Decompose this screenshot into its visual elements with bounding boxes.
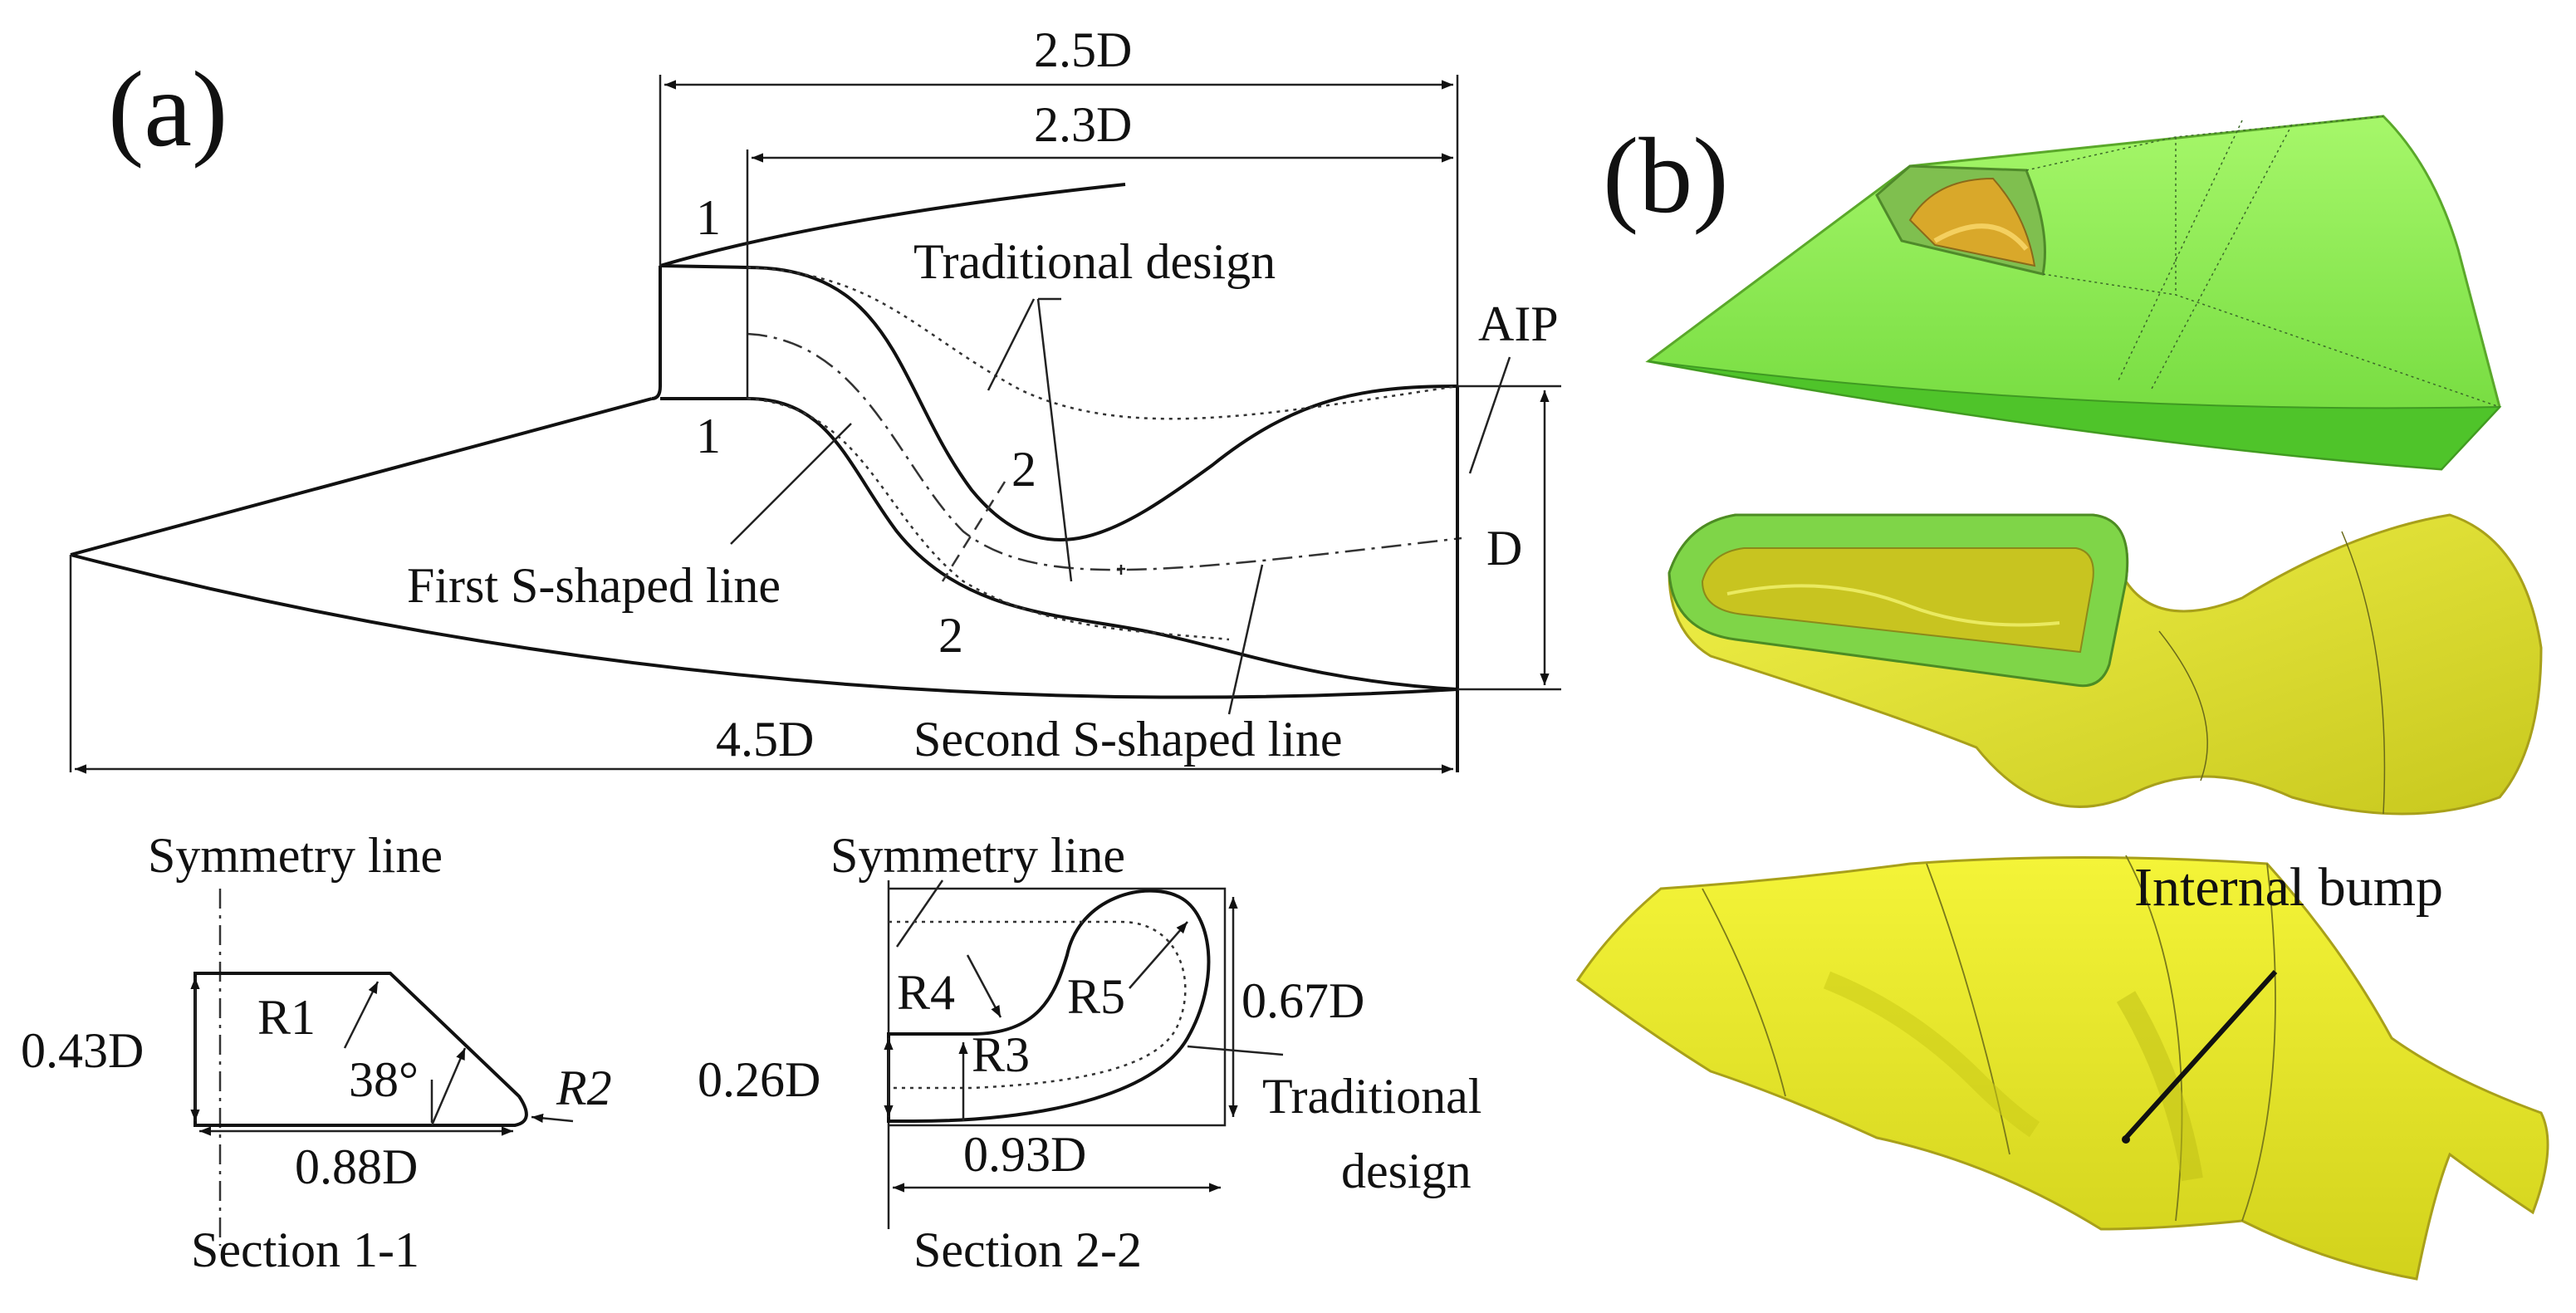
section-2-symmetry-leader	[895, 879, 944, 948]
ext-lines-D	[1457, 385, 1561, 691]
dim-2-5D-label: 2.5D	[1034, 22, 1132, 77]
forebody-upper-line	[70, 397, 653, 556]
angle-arrows	[430, 1048, 465, 1126]
section-2-bounding-lines	[889, 887, 1227, 1127]
section-2-traditional-dotted	[889, 920, 1187, 1090]
center-cross	[1117, 565, 1125, 575]
section-2-top-marker: 2	[1011, 442, 1036, 497]
r2-arrow	[531, 1113, 574, 1123]
internal-bump-render: Internal bump	[1575, 855, 2549, 1281]
r1-arrow	[343, 981, 380, 1049]
angle-label: 38°	[349, 1052, 419, 1107]
section-2-symmetry-label: Symmetry line	[830, 828, 1125, 883]
section-1-top-marker: 1	[696, 190, 721, 245]
dim-D-label: D	[1486, 521, 1522, 576]
section-1-bottom-marker: 1	[696, 409, 721, 463]
r1-label: R1	[257, 990, 316, 1045]
r4-label: R4	[897, 965, 955, 1020]
duct-upper-wall	[747, 266, 1458, 541]
section-2-width-label: 0.93D	[963, 1127, 1086, 1182]
section-1-title: Section 1-1	[191, 1222, 419, 1277]
traditional-design-leader	[987, 297, 1073, 582]
section-2-traditional-leader	[1187, 1045, 1284, 1056]
section-1-1-drawing: Symmetry line 0.43D R1 38° R2 0.88D Sect…	[21, 828, 612, 1277]
intake-side-view	[69, 183, 1462, 772]
section-1-height-label: 0.43D	[21, 1023, 144, 1078]
panel-a-label: (a)	[108, 50, 228, 169]
aip-leader	[1468, 356, 1511, 474]
internal-bump-label: Internal bump	[2134, 857, 2443, 918]
duct-centerline	[747, 332, 1462, 571]
section-1-symmetry-label: Symmetry line	[148, 828, 443, 883]
r4-arrow	[966, 954, 1002, 1018]
r2-label: R2	[556, 1061, 612, 1115]
section-1-outline	[193, 972, 528, 1127]
forebody-lower-line	[70, 553, 1458, 699]
section-2-cut-line	[941, 481, 1006, 582]
first-s-line-label: First S-shaped line	[407, 558, 781, 613]
cowl-front-line	[651, 266, 662, 400]
internal-bump-leader	[2123, 969, 2278, 1140]
r3-label: R3	[972, 1027, 1030, 1082]
yellow-duct-render	[1668, 513, 2543, 816]
panel-b-label: (b)	[1603, 116, 1729, 236]
dim-2-3D-label: 2.3D	[1034, 97, 1132, 152]
duct-lower-wall	[747, 397, 1458, 691]
green-forebody-render	[1645, 115, 2502, 471]
duct-top-start	[659, 264, 748, 269]
dim-4-5D-label: 4.5D	[716, 712, 814, 767]
aip-label: AIP	[1478, 296, 1559, 351]
cowl-upper-line	[659, 183, 1126, 267]
second-s-line-label: Second S-shaped line	[913, 712, 1343, 767]
section-2-height-left-label: 0.26D	[698, 1052, 820, 1107]
section-2-height-right-label: 0.67D	[1241, 973, 1364, 1028]
r5-arrow	[1129, 921, 1188, 989]
section-1-width-label: 0.88D	[295, 1139, 418, 1194]
r5-label: R5	[1067, 969, 1125, 1024]
section-2-2-drawing: Symmetry line 0.26D 0.67D R4 R3 R5 Tradi…	[698, 828, 1481, 1277]
section-2-traditional-label-2: design	[1341, 1144, 1472, 1198]
traditional-lower-dotted	[747, 397, 1230, 641]
second-s-line-leader	[1227, 564, 1264, 715]
section-2-traditional-label-1: Traditional	[1262, 1069, 1481, 1124]
section-2-bottom-marker: 2	[938, 608, 963, 663]
section-2-outline	[887, 889, 1211, 1123]
section-2-title: Section 2-2	[913, 1222, 1142, 1277]
traditional-design-label: Traditional design	[913, 234, 1276, 289]
traditional-upper-dotted	[747, 266, 1458, 420]
first-s-line-leader	[730, 423, 852, 545]
